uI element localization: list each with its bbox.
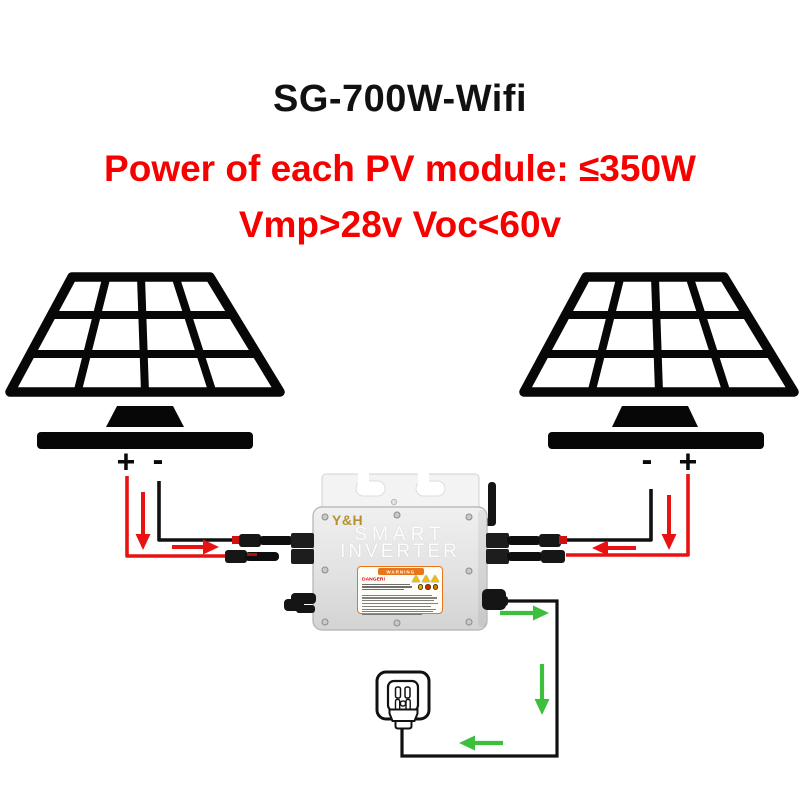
inverter-brand: Y&H: [332, 512, 364, 528]
page-title: SG-700W-Wifi: [272, 78, 528, 120]
danger-text: DANGER!: [362, 576, 386, 582]
warning-circle-icons: [417, 584, 438, 590]
solar-panel-icon-right: [519, 272, 799, 449]
dc-wire-negative-left: [157, 481, 237, 542]
wall-outlet-icon: [375, 670, 431, 730]
polarity-plus-left: +: [116, 443, 136, 480]
dc-flow-arrow-right-left-side: [172, 539, 219, 555]
solar-panel-icon-left: [5, 272, 285, 449]
mc4-connector-right-bottom: [486, 549, 565, 564]
warning-banner-text: WARNING: [386, 569, 416, 574]
warning-banner: WARNING: [378, 568, 424, 575]
dc-flow-arrow-down-right: [661, 495, 677, 550]
ac-flow-arrow-left: [459, 735, 503, 751]
spec-line-power: Power of each PV module: ≤350W: [104, 148, 696, 189]
ac-port-connector-left: [284, 593, 316, 613]
warning-fine-print-body: [362, 593, 439, 617]
inverter-mounting-bracket: [321, 473, 480, 513]
ac-wire: [400, 599, 559, 758]
inverter-name-line2: INVERTER: [340, 541, 460, 562]
ac-flow-arrow-right: [500, 605, 549, 621]
dc-wire-positive-right: [566, 474, 690, 557]
mc4-connector-left-bottom: [225, 549, 314, 564]
spec-line-voltage: Vmp>28v Voc<60v: [238, 204, 562, 245]
inverter-name: SMART INVERTER: [313, 524, 487, 562]
ac-port-connector-right: [482, 589, 508, 610]
ac-flow-arrow-down: [534, 664, 550, 715]
dc-flow-arrow-down-left: [135, 492, 151, 550]
warning-triangle-icons: [412, 575, 439, 582]
dc-flow-arrow-left-right-side: [592, 540, 636, 556]
mc4-connector-left-top: [232, 533, 314, 548]
polarity-minus-left: -: [152, 441, 164, 478]
mc4-connector-right-top: [486, 533, 567, 548]
polarity-minus-right: -: [641, 441, 653, 478]
dc-wire-positive-left: [125, 476, 229, 558]
inverter-warning-label: WARNING DANGER!: [357, 566, 443, 617]
polarity-plus-right: +: [678, 443, 698, 480]
dc-wire-negative-right: [560, 489, 653, 542]
inverter-name-line1: SMART: [354, 524, 446, 545]
warning-fine-print-intro: [362, 582, 412, 592]
screws: [321, 511, 473, 627]
